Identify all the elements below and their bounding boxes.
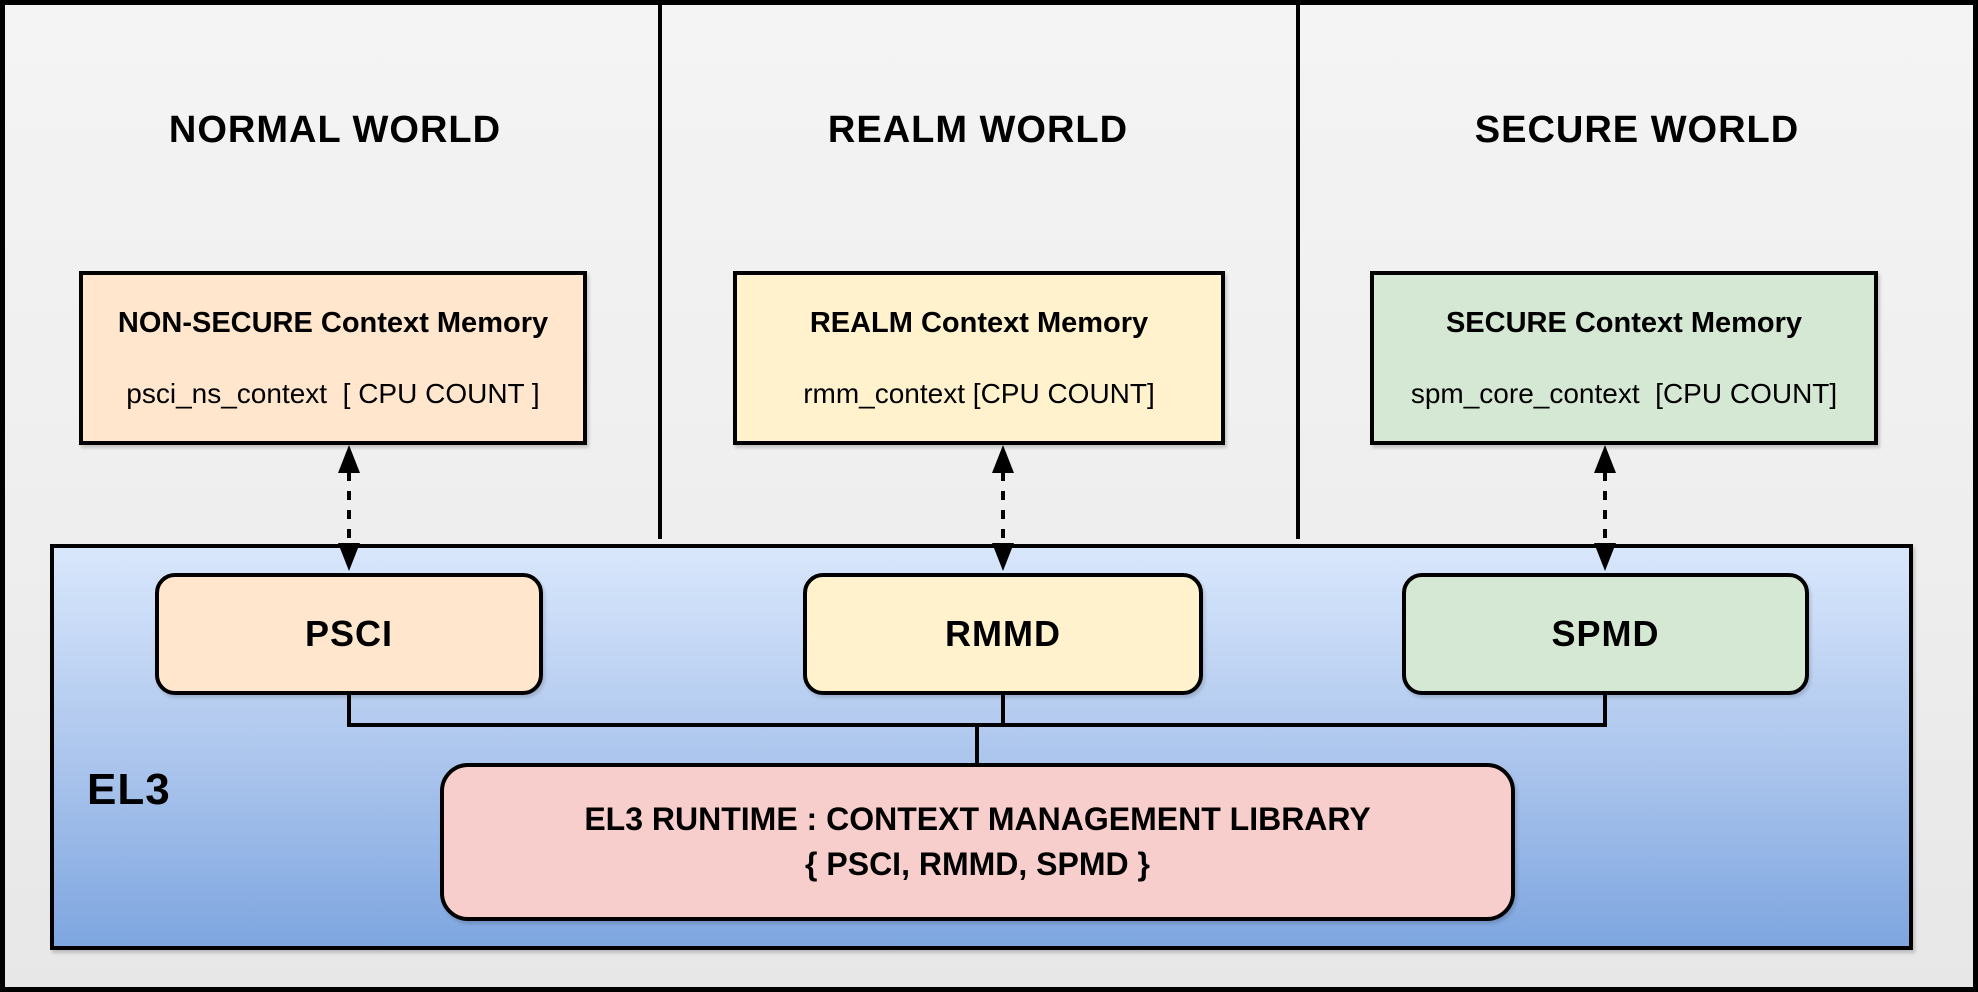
realm-context-memory-box: REALM Context Memory rmm_context [CPU CO… — [733, 271, 1225, 445]
non-secure-context-memory-title: NON-SECURE Context Memory — [117, 306, 549, 339]
arrowhead-up-icon — [992, 445, 1014, 473]
normal-world-title: NORMAL WORLD — [168, 109, 502, 151]
arrowhead-up-icon — [338, 445, 360, 473]
realm-context-memory-title: REALM Context Memory — [809, 306, 1149, 339]
spmd-label: SPMD — [1551, 613, 1660, 654]
rmm-context-value: rmm_context [CPU COUNT] — [803, 377, 1155, 409]
el3-runtime-library-title: EL3 RUNTIME : CONTEXT MANAGEMENT LIBRARY — [584, 801, 1371, 837]
panel-divider-realm-secure — [1296, 5, 1300, 539]
el3-runtime-library-members: { PSCI, RMMD, SPMD } — [805, 846, 1150, 882]
el3-runtime-library-box: EL3 RUNTIME : CONTEXT MANAGEMENT LIBRARY… — [440, 763, 1515, 921]
psci-ns-context-value: psci_ns_context [ CPU COUNT ] — [126, 377, 540, 409]
secure-context-memory-box: SECURE Context Memory spm_core_context [… — [1370, 271, 1878, 445]
rmmd-label: RMMD — [945, 613, 1061, 654]
spmd-box: SPMD — [1402, 573, 1809, 695]
realm-world-title: REALM WORLD — [827, 109, 1129, 151]
el3-label: EL3 — [87, 765, 171, 814]
secure-context-memory-title: SECURE Context Memory — [1445, 306, 1803, 339]
secure-world-title: SECURE WORLD — [1474, 109, 1800, 151]
non-secure-context-memory-box: NON-SECURE Context Memory psci_ns_contex… — [79, 271, 587, 445]
spm-core-context-value: spm_core_context [CPU COUNT] — [1410, 377, 1838, 409]
psci-label: PSCI — [304, 613, 394, 654]
rmmd-box: RMMD — [803, 573, 1203, 695]
arrowhead-up-icon — [1594, 445, 1616, 473]
psci-box: PSCI — [155, 573, 543, 695]
panel-divider-normal-realm — [658, 5, 662, 539]
